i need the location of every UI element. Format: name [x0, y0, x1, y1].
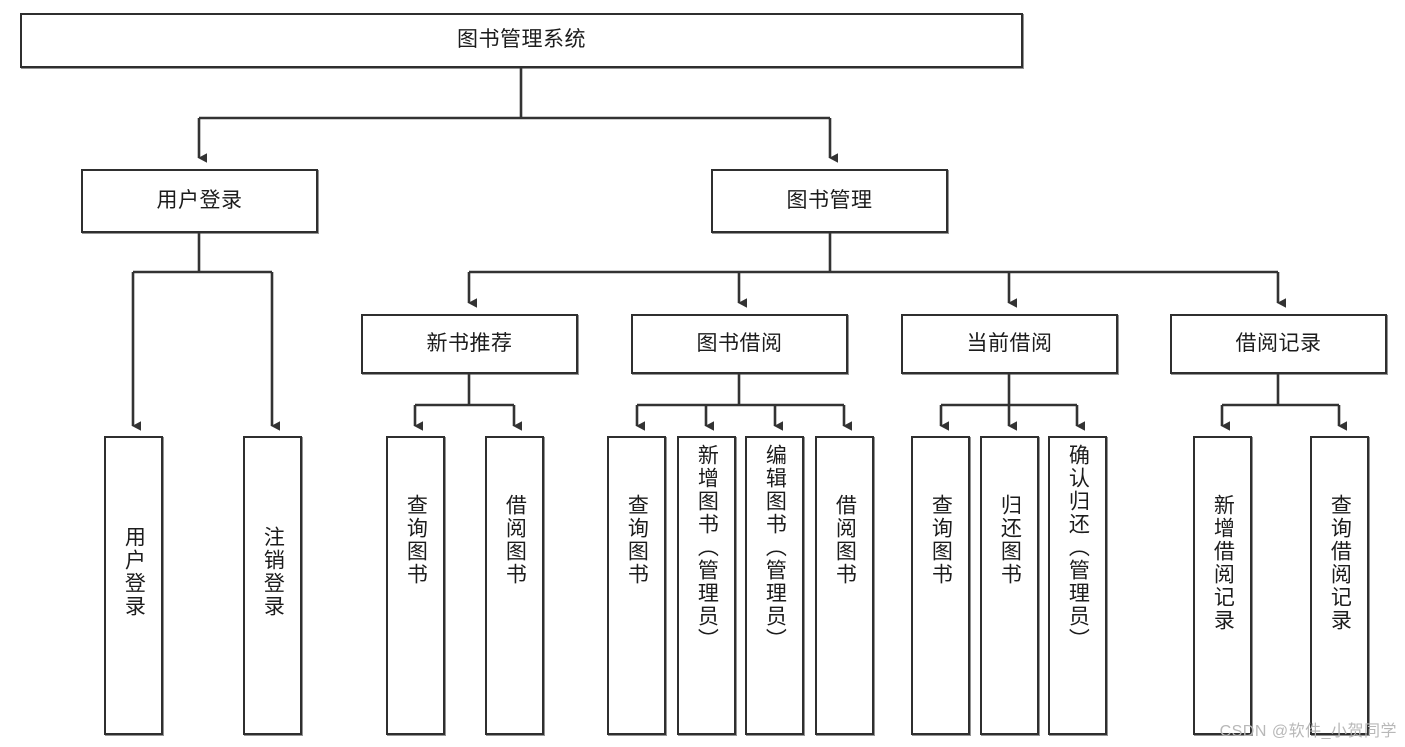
watermark-text: CSDN @软件_小贺同学	[1219, 723, 1397, 740]
node-leaf-add-book[interactable]: 新增图书（管理员）	[677, 436, 736, 735]
node-borrow-record-label: 借阅记录	[1235, 331, 1322, 355]
node-book-borrow[interactable]: 图书借阅	[631, 314, 848, 374]
node-leaf-query-book-2-label: 查询图书	[625, 494, 649, 586]
node-user-login-label: 用户登录	[156, 188, 243, 212]
node-user-login[interactable]: 用户登录	[81, 169, 318, 233]
node-leaf-query-book-1[interactable]: 查询图书	[386, 436, 445, 735]
node-leaf-logout-label: 注销登录	[261, 526, 285, 618]
node-leaf-query-record[interactable]: 查询借阅记录	[1310, 436, 1369, 735]
node-leaf-borrow-book-2[interactable]: 借阅图书	[815, 436, 874, 735]
node-leaf-borrow-book-2-label: 借阅图书	[833, 494, 857, 586]
node-leaf-logout[interactable]: 注销登录	[243, 436, 302, 735]
node-book-manage[interactable]: 图书管理	[711, 169, 948, 233]
node-leaf-add-record-label: 新增借阅记录	[1211, 494, 1235, 632]
node-root[interactable]: 图书管理系统	[20, 13, 1023, 68]
node-leaf-add-book-label: 新增图书（管理员）	[695, 444, 719, 651]
node-leaf-edit-book[interactable]: 编辑图书（管理员）	[745, 436, 804, 735]
node-leaf-add-record[interactable]: 新增借阅记录	[1193, 436, 1252, 735]
node-leaf-user-login-label: 用户登录	[122, 526, 146, 618]
node-leaf-borrow-book-1-label: 借阅图书	[503, 494, 527, 586]
node-borrow-record[interactable]: 借阅记录	[1170, 314, 1387, 374]
node-leaf-borrow-book-1[interactable]: 借阅图书	[485, 436, 544, 735]
node-leaf-edit-book-label: 编辑图书（管理员）	[763, 444, 787, 651]
node-new-book-rec-label: 新书推荐	[426, 331, 513, 355]
node-leaf-user-login[interactable]: 用户登录	[104, 436, 163, 735]
node-leaf-return-book-label: 归还图书	[998, 494, 1022, 586]
node-book-borrow-label: 图书借阅	[696, 331, 783, 355]
node-current-borrow-label: 当前借阅	[966, 331, 1053, 355]
node-new-book-rec[interactable]: 新书推荐	[361, 314, 578, 374]
node-leaf-query-book-3[interactable]: 查询图书	[911, 436, 970, 735]
node-root-label: 图书管理系统	[457, 28, 586, 52]
node-book-manage-label: 图书管理	[786, 188, 873, 212]
node-leaf-query-book-2[interactable]: 查询图书	[607, 436, 666, 735]
node-leaf-confirm-return-label: 确认归还（管理员）	[1066, 444, 1090, 651]
node-leaf-query-book-1-label: 查询图书	[404, 494, 428, 586]
node-leaf-query-record-label: 查询借阅记录	[1328, 494, 1352, 632]
node-leaf-confirm-return[interactable]: 确认归还（管理员）	[1048, 436, 1107, 735]
node-leaf-query-book-3-label: 查询图书	[929, 494, 953, 586]
node-current-borrow[interactable]: 当前借阅	[901, 314, 1118, 374]
node-leaf-return-book[interactable]: 归还图书	[980, 436, 1039, 735]
